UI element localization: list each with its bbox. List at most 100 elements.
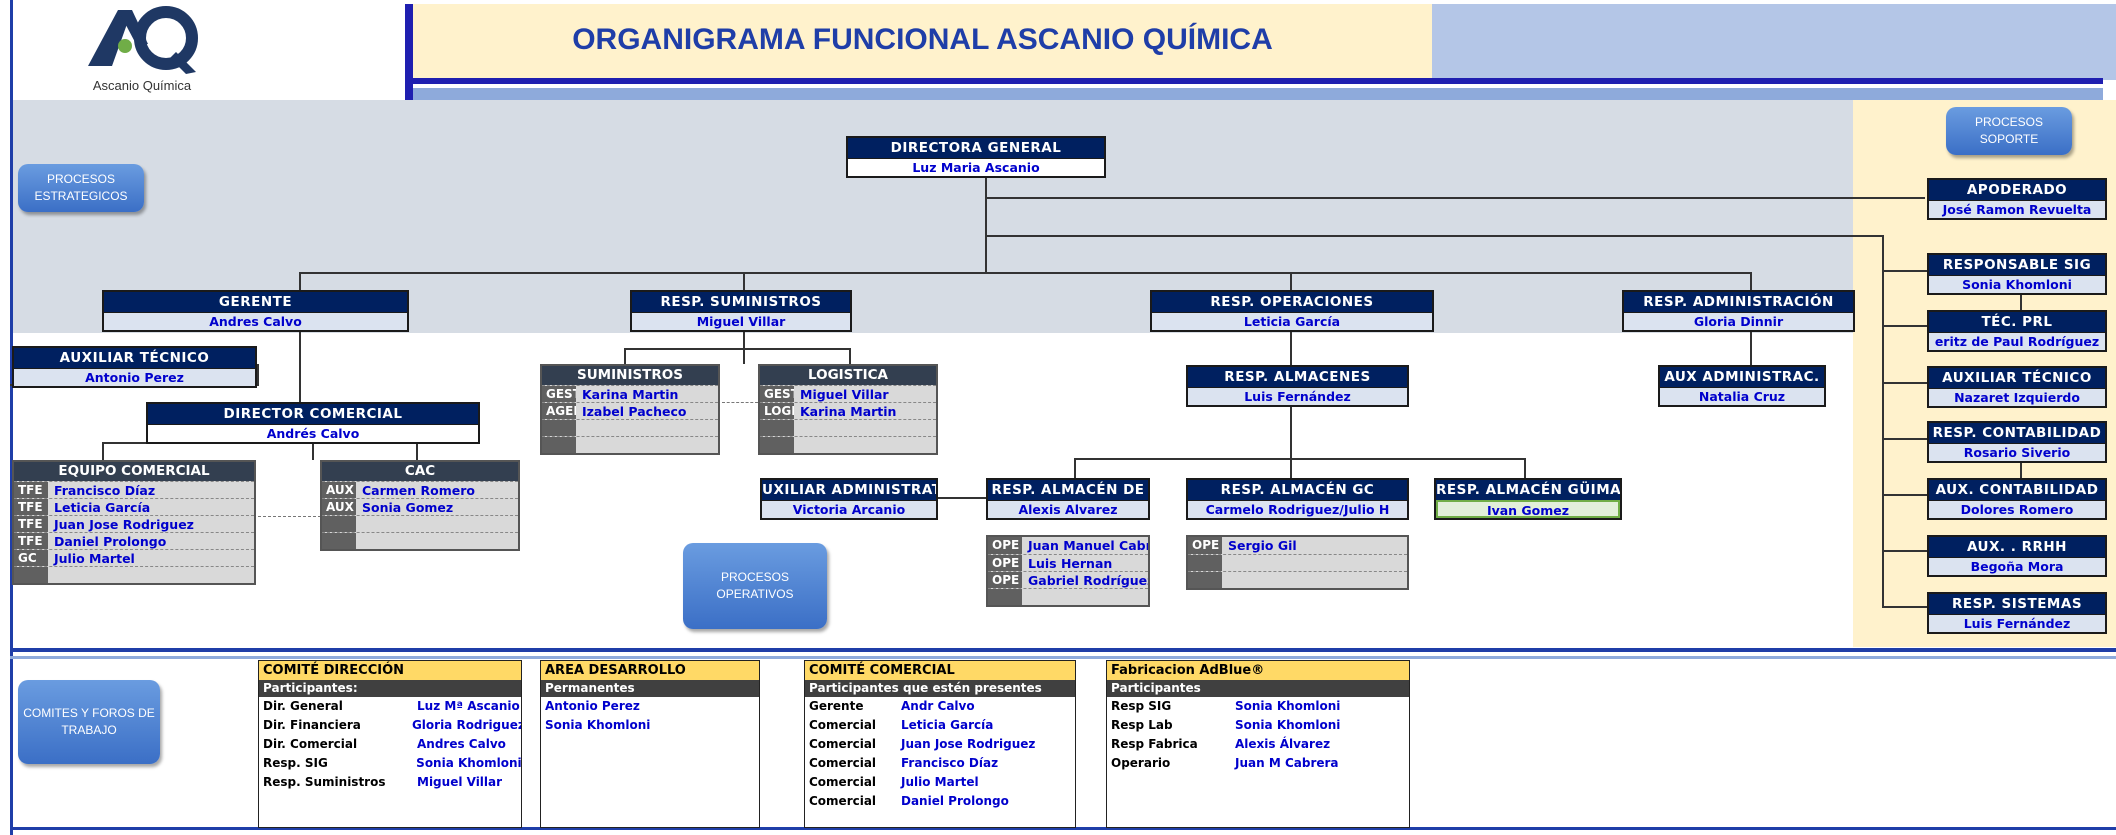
member-role: Comercial: [809, 737, 877, 751]
box-title: RESPONSABLE SIG: [1929, 255, 2105, 275]
person-name: [794, 420, 936, 436]
list-item: AGENIzabel Pacheco: [542, 402, 718, 419]
connector: [1074, 458, 1076, 480]
box-title: RESP. SISTEMAS: [1929, 594, 2105, 614]
person-name: Juan Manuel Cabrera: [1028, 538, 1148, 553]
comites-foros-button[interactable]: COMITES Y FOROS DE TRABAJO: [18, 680, 160, 764]
connector: [985, 178, 987, 273]
header-rule-light: [413, 88, 2103, 100]
role-code: AUX: [322, 482, 356, 498]
box-title: APODERADO: [1929, 180, 2105, 200]
box-person: Luis Fernández: [1188, 387, 1407, 405]
role-code: [988, 589, 1022, 605]
member-role: Comercial: [809, 756, 877, 770]
person-name: Sergio Gil: [1228, 538, 1297, 553]
role-code: [760, 420, 794, 436]
box-person: eritz de Paul Rodríguez: [1929, 332, 2105, 350]
box-resp-contabilidad: RESP. CONTABILIDAD Rosario Siverio: [1927, 421, 2107, 463]
box-resp-almacenes: RESP. ALMACENES Luis Fernández: [1186, 365, 1409, 407]
list-item: [322, 515, 518, 532]
page-title: ORGANIGRAMA FUNCIONAL ASCANIO QUÍMICA: [572, 23, 1273, 56]
left-rule: [10, 0, 13, 835]
role-code: [1188, 555, 1222, 571]
role-code: OPE: [988, 555, 1022, 571]
member-name: Sonia Khomloni: [545, 718, 651, 732]
box-resp-almacen-de: RESP. ALMACÉN DE Alexis Alvarez: [986, 478, 1150, 520]
team-title: SUMINISTROS: [542, 366, 718, 385]
connector: [416, 442, 418, 462]
connector: [299, 330, 301, 402]
list-item: [542, 436, 718, 453]
box-title: RESP. ALMACENES: [1188, 367, 1407, 387]
box-title: AUXILIAR TÉCNICO: [14, 348, 255, 368]
procesos-estrategicos-button[interactable]: PROCESOS ESTRATEGICOS: [18, 164, 144, 212]
committee-fabricacion-adblue: Fabricacion AdBlue® Participantes Resp S…: [1106, 660, 1410, 828]
box-person: Gloria Dinnir: [1624, 312, 1853, 330]
box-auxiliar-administrativo: UXILIAR ADMINISTRATI Victoria Arcanio: [760, 478, 938, 520]
member-name: Luz Mª Ascanio: [417, 699, 520, 713]
member-name: Sonia Khomloni: [416, 756, 521, 770]
connector: [1750, 330, 1752, 366]
committee-row: Sonia Khomloni: [541, 716, 759, 735]
connector: [1882, 325, 1927, 327]
list-item: [14, 566, 254, 583]
role-code: [1188, 572, 1222, 588]
list-item: GESTMiguel Villar: [760, 385, 936, 402]
connector: [2020, 454, 2022, 479]
box-title: RESP. ALMACÉN DE: [988, 480, 1148, 500]
logo-caption: Ascanio Química: [92, 78, 192, 93]
box-resp-almacen-guimar: RESP. ALMACÉN GÜIMAR Ivan Gomez: [1434, 478, 1622, 520]
person-name: Francisco Díaz: [54, 483, 156, 498]
box-tec-prl: TÉC. PRL eritz de Paul Rodríguez: [1927, 310, 2107, 352]
role-code: GEST: [760, 386, 794, 402]
committee-subtitle: Permanentes: [541, 680, 759, 697]
role-code: [322, 533, 356, 549]
box-resp-administracion: RESP. ADMINISTRACIÓN Gloria Dinnir: [1622, 290, 1855, 332]
box-title: RESP. ADMINISTRACIÓN: [1624, 292, 1853, 312]
box-title: RESP. OPERACIONES: [1152, 292, 1432, 312]
connector: [743, 330, 745, 364]
committee-title: COMITÉ DIRECCIÓN: [259, 661, 521, 680]
box-title: AUXILIAR TÉCNICO: [1929, 368, 2105, 388]
box-person: Luz Maria Ascanio: [848, 158, 1104, 176]
connector: [1882, 550, 1927, 552]
box-person: Antonio Perez: [14, 368, 255, 386]
committee-subtitle: Participantes:: [259, 680, 521, 697]
person-name: [48, 567, 254, 583]
box-person: Carmelo Rodriguez/Julio H: [1188, 500, 1407, 518]
header-right-band: [1432, 4, 2116, 80]
member-role: Dir. Financiera: [263, 718, 361, 732]
list-item: [760, 436, 936, 453]
connector: [1882, 494, 1927, 496]
connector: [2020, 288, 2022, 313]
list-item: [1188, 571, 1407, 588]
procesos-soporte-button[interactable]: PROCESOS SOPORTE: [1946, 107, 2072, 155]
header-divider: [405, 4, 413, 100]
role-code: TFE: [14, 516, 48, 532]
connector: [743, 272, 745, 292]
box-person: Victoria Arcanio: [762, 500, 936, 518]
connector: [1750, 272, 1752, 292]
list-item: GESTKarina Martin: [542, 385, 718, 402]
person-name: [356, 533, 518, 549]
member-name: Juan M Cabrera: [1235, 756, 1339, 770]
box-person: Begoña Mora: [1929, 557, 2105, 575]
connector: [1290, 272, 1292, 292]
connector: [849, 348, 851, 366]
connector: [1882, 270, 1927, 272]
procesos-operativos-button[interactable]: PROCESOS OPERATIVOS: [683, 543, 827, 629]
member-name: Julio Martel: [901, 775, 979, 789]
dashed-link: [253, 516, 321, 517]
connector: [1074, 458, 1525, 460]
section-rule-light: [10, 656, 2116, 659]
